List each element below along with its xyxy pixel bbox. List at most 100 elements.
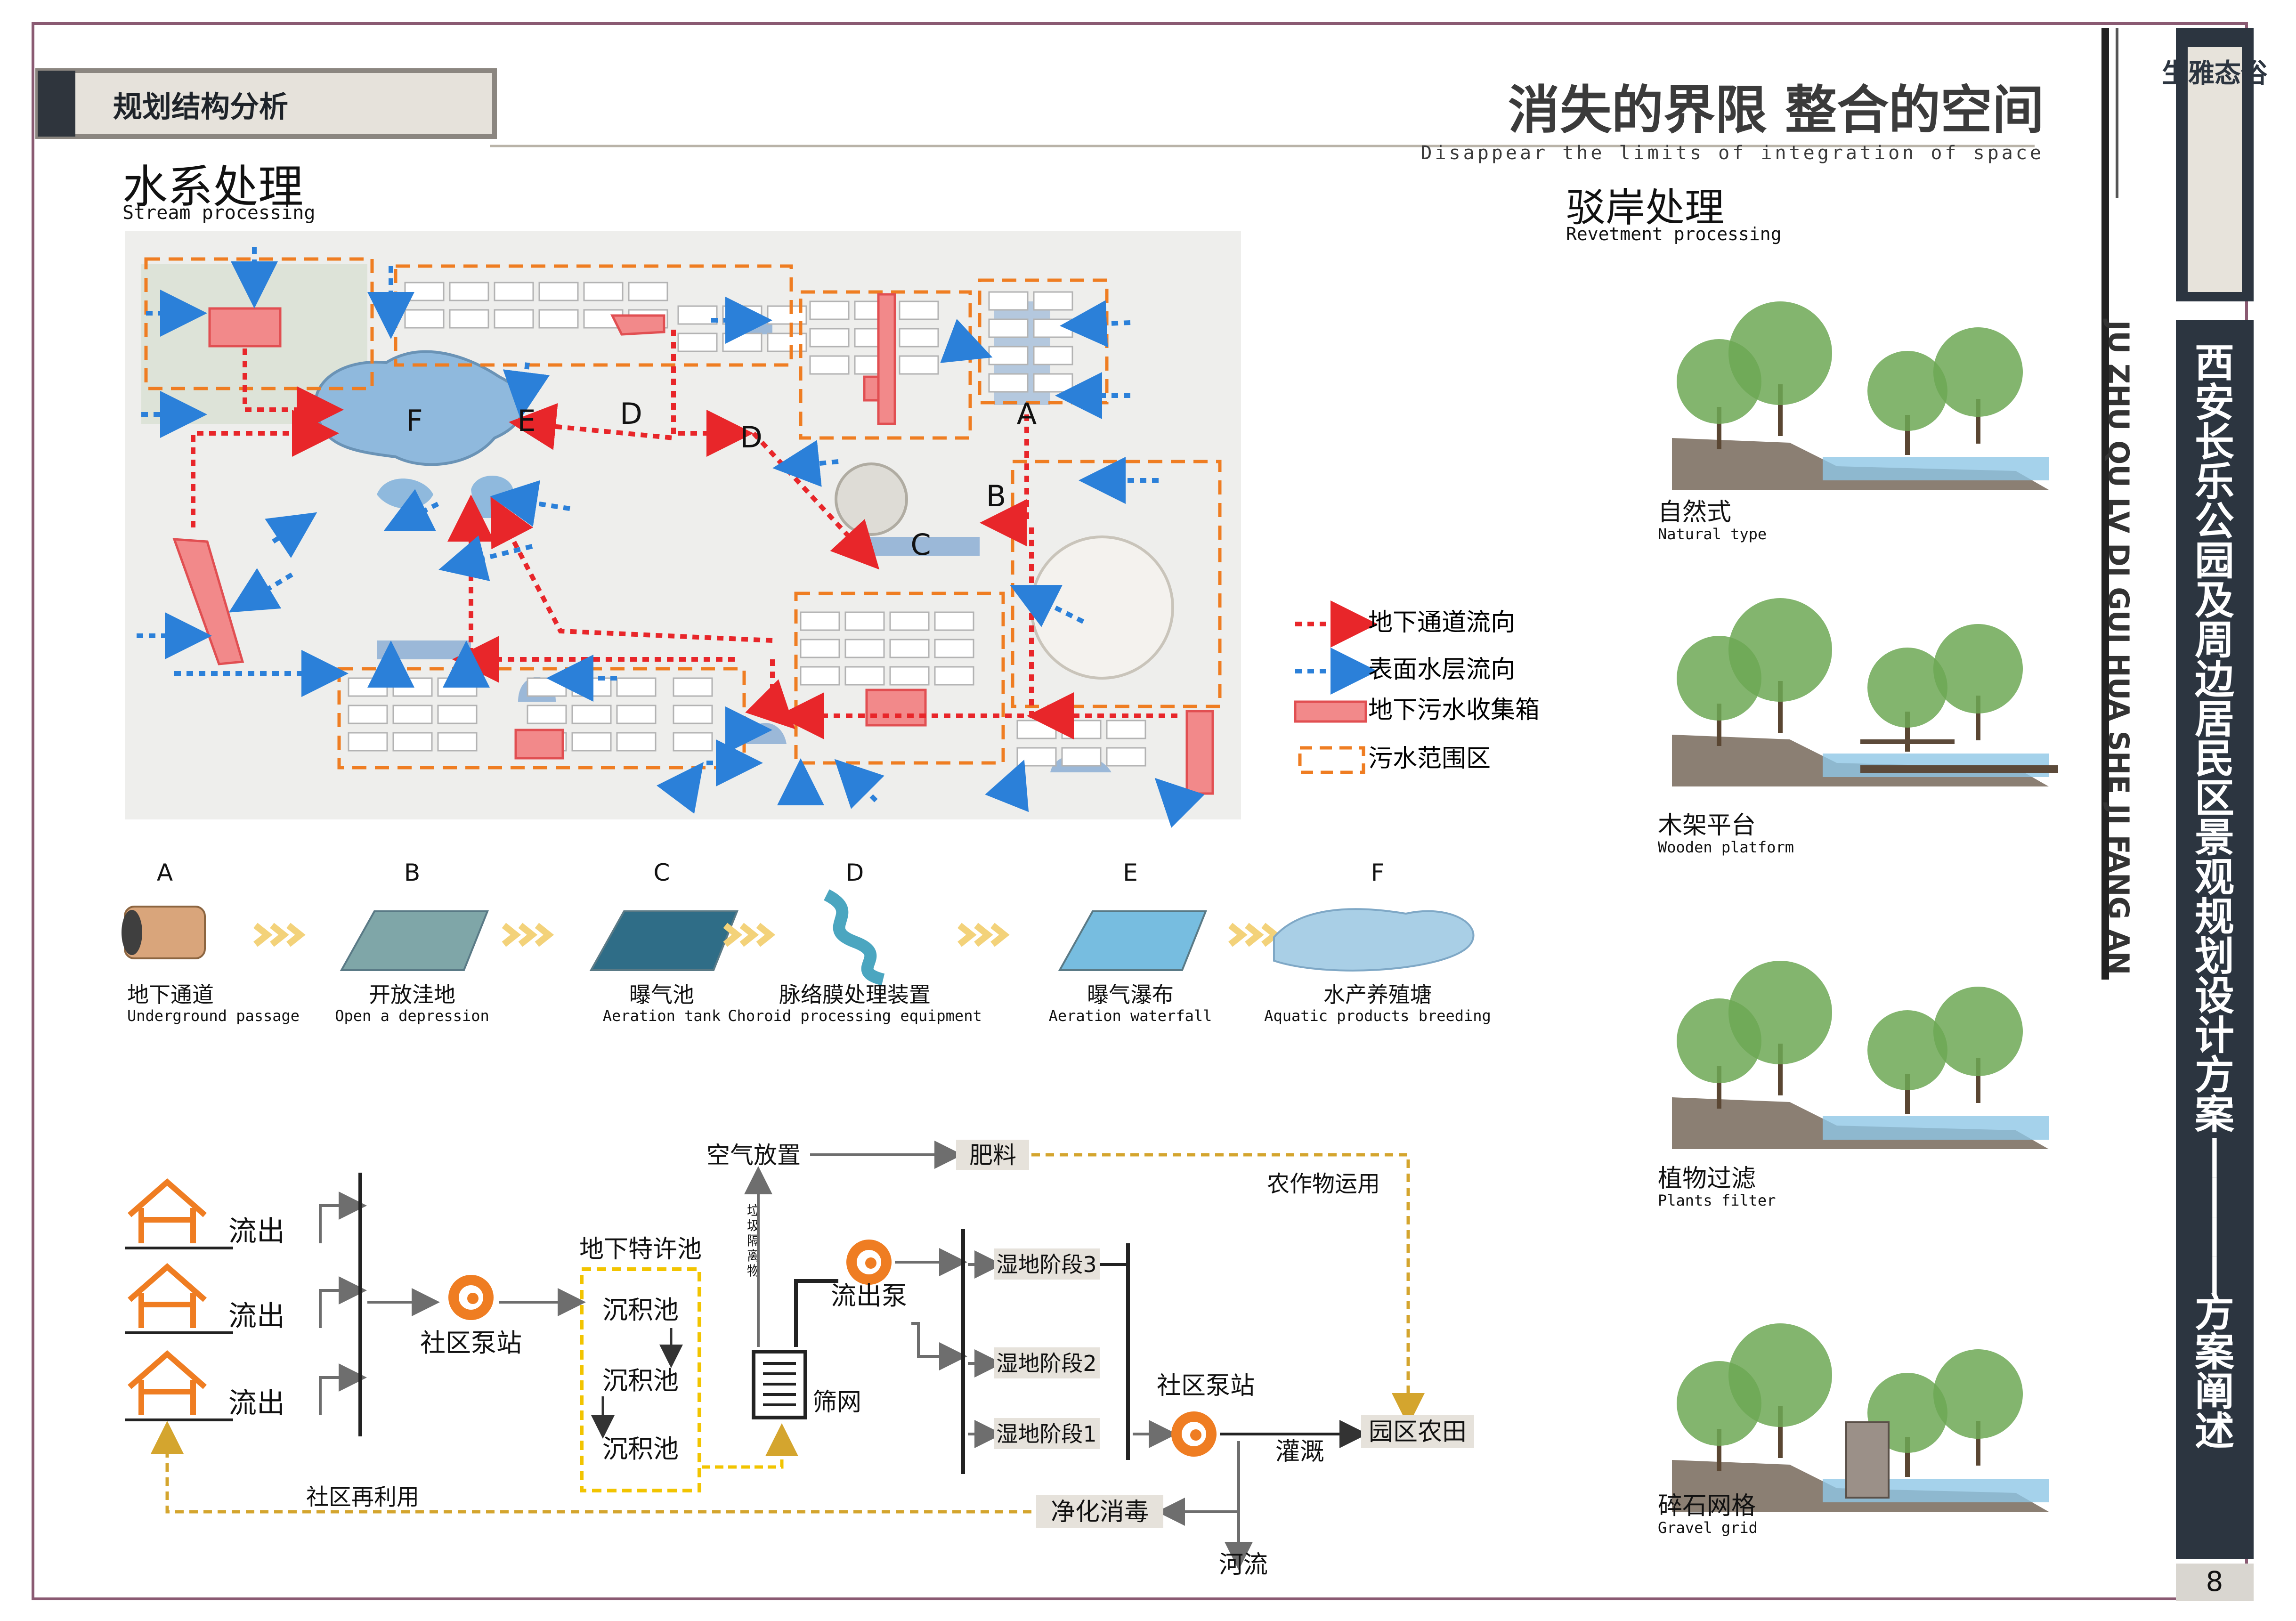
tree-canopy (1728, 1323, 1832, 1427)
building (800, 639, 840, 658)
revetment-label-cn: 碎石网格 (1658, 1492, 1756, 1520)
map-letter-d: D (740, 420, 763, 454)
process-letter: D (846, 859, 864, 886)
title-panel (2176, 320, 2254, 1559)
revetment-label-en: Plants filter (1658, 1191, 1776, 1209)
process-arrow (974, 923, 993, 947)
building (1033, 346, 1073, 365)
house-wall (138, 1380, 196, 1415)
building (722, 332, 763, 352)
building (449, 309, 489, 329)
tank-title: 地下特许池 (579, 1235, 702, 1264)
building (1016, 720, 1057, 739)
underground-flow-arrow (752, 431, 880, 570)
building (809, 328, 850, 348)
revetment-subtitle: Revetment processing (1566, 224, 1782, 244)
process-arrow (957, 923, 977, 947)
crop-use-label: 农作物运用 (1267, 1171, 1380, 1197)
building (889, 666, 930, 686)
building (899, 328, 939, 348)
legend-label-box: 地下污水收集箱 (1368, 696, 1540, 724)
house-icon (128, 1350, 207, 1389)
house-wall (138, 1208, 196, 1243)
building (404, 282, 445, 301)
process-arrow (739, 923, 759, 947)
screen-to-pump-line (794, 1279, 838, 1347)
surface-flow-arrow (940, 319, 993, 363)
fertilizer-box (956, 1140, 1029, 1170)
process-letter: B (404, 859, 420, 886)
building (1106, 720, 1146, 739)
section-header: 规划结构分析 (35, 68, 497, 139)
building (1061, 747, 1102, 767)
tree-canopy (1867, 1010, 1947, 1090)
process-label-cn: 水产养殖塘 (1323, 982, 1432, 1007)
building (844, 639, 885, 658)
process-label-en: Aeration tank (603, 1007, 721, 1025)
sediment-label: 沉积池 (602, 1366, 679, 1395)
side-decoration: 生雅态俗 8 (2101, 28, 2268, 1601)
building (404, 309, 445, 329)
building (677, 332, 718, 352)
revetment-label-cn: 自然式 (1658, 498, 1731, 527)
underground-flow-arrow (490, 496, 773, 643)
process-letter: F (1371, 859, 1385, 886)
building (1106, 747, 1146, 767)
tree-canopy (1728, 961, 1832, 1064)
screen-label: 筛网 (812, 1388, 861, 1417)
revetment-label-en: Natural type (1658, 525, 1767, 543)
process-label-en: Aeration waterfall (1049, 1007, 1212, 1025)
process-arrow (756, 923, 776, 947)
pump-label: 社区泵站 (420, 1328, 522, 1358)
building (800, 611, 840, 631)
building (988, 346, 1029, 365)
process-arrow (518, 923, 538, 947)
process-label-cn: 地下通道 (127, 982, 214, 1007)
building (527, 705, 567, 724)
building (934, 666, 974, 686)
surface-flow-arrow (265, 512, 317, 558)
tank-to-screen-arrow (702, 1423, 798, 1469)
river-label: 河流 (1219, 1551, 1268, 1579)
building (934, 639, 974, 658)
building (583, 282, 624, 301)
building (1033, 373, 1073, 393)
map-letter-c: C (910, 527, 931, 562)
surface-flow-arrow (1010, 585, 1085, 627)
wetland-box (994, 1418, 1100, 1449)
building (628, 282, 668, 301)
underground-flow-arrow (980, 414, 1029, 546)
water-surface (1823, 1116, 2049, 1140)
process-label-en: Choroid processing equipment (728, 1007, 982, 1025)
page-number: 8 (2206, 1565, 2223, 1597)
building (1016, 747, 1057, 767)
wetland-label: 湿地阶段2 (996, 1351, 1096, 1376)
process-label-en: Underground passage (127, 1007, 300, 1025)
building (673, 705, 713, 724)
main-title: 消失的界限 整合的空间 (1508, 80, 2044, 140)
map-letter-b: B (986, 479, 1006, 513)
building (494, 309, 534, 329)
map-letter-f: F (406, 404, 423, 438)
process-image (1058, 910, 1207, 971)
building (616, 705, 657, 724)
building (988, 291, 1029, 311)
building (571, 705, 612, 724)
pump-icon-core (467, 1293, 479, 1304)
water-surface (1823, 457, 2049, 480)
process-label-cn: 曝气池 (629, 982, 694, 1007)
reuse-label: 社区再利用 (306, 1484, 419, 1510)
pergola (1860, 739, 1955, 744)
process-label-en: Aquatic products breeding (1264, 1007, 1491, 1025)
building (538, 309, 579, 329)
process-arrow (990, 923, 1010, 947)
wetland-box (994, 1347, 1100, 1378)
building (571, 732, 612, 752)
purify-box (1036, 1495, 1163, 1528)
tree-canopy (1933, 624, 2023, 713)
fountain-plaza (835, 462, 908, 536)
building (844, 666, 885, 686)
fertilizer-label: 肥料 (969, 1142, 1016, 1169)
air-release-label: 空气放置 (706, 1142, 801, 1169)
process-label-en: Open a depression (335, 1007, 489, 1025)
